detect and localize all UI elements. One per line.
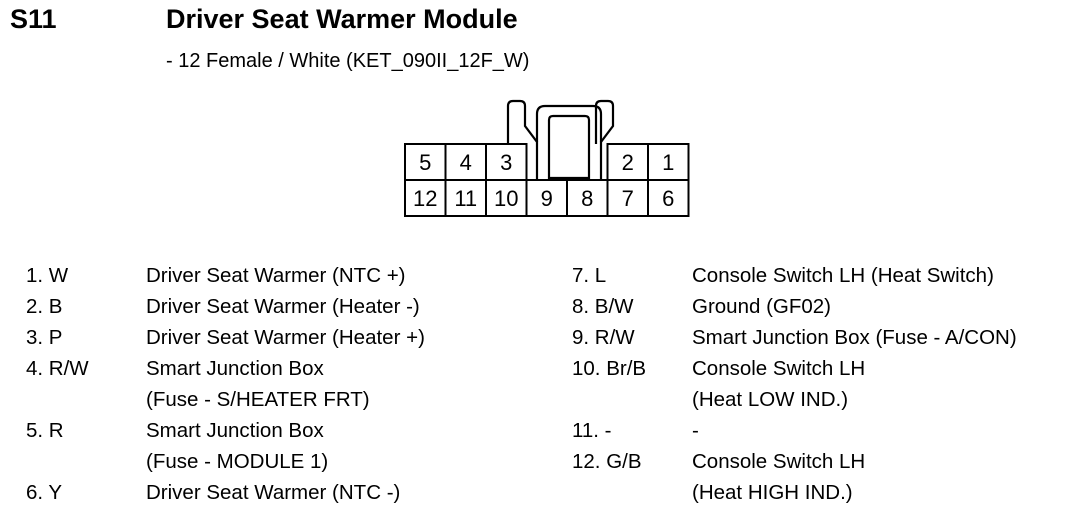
- pin-row: 12. G/B Console Switch LH: [572, 446, 1017, 477]
- pin-label: 12. G/B: [572, 450, 642, 473]
- connector-spec: - 12 Female / White (KET_090II_12F_W): [166, 50, 530, 72]
- pin-label: 11. -: [572, 419, 612, 442]
- pin-label: 3. P: [26, 326, 63, 349]
- pin-label: 2. B: [26, 295, 63, 318]
- pin-description: Driver Seat Warmer (Heater -): [146, 295, 420, 318]
- pin-description: Driver Seat Warmer (NTC -): [146, 481, 401, 504]
- pin-number: 9: [541, 186, 553, 211]
- pin-number: 6: [662, 186, 674, 211]
- pin-description: Driver Seat Warmer (Heater +): [146, 326, 425, 349]
- pin-label: 9. R/W: [572, 326, 635, 349]
- pin-row: 6. Y Driver Seat Warmer (NTC -): [26, 477, 425, 508]
- pin-label: [572, 477, 692, 508]
- pin-number: 3: [500, 150, 512, 175]
- pin-description: Smart Junction Box (Fuse - A/CON): [692, 326, 1017, 349]
- pin-row: (Heat LOW IND.): [572, 384, 1017, 415]
- pin-description: Console Switch LH: [692, 450, 866, 473]
- pin-label: 1. W: [26, 264, 69, 287]
- page-title: Driver Seat Warmer Module: [166, 4, 518, 34]
- pin-row: 10. Br/B Console Switch LH: [572, 353, 1017, 384]
- pin-description: Ground (GF02): [692, 295, 831, 318]
- pin-number: 10: [494, 186, 518, 211]
- pin-grid: 5 4 3 2 1 12 11 10 9 8 7 6: [404, 143, 690, 217]
- pin-label: 5. R: [26, 419, 64, 442]
- pin-row: 2. B Driver Seat Warmer (Heater -): [26, 291, 425, 322]
- pin-label: 8. B/W: [572, 295, 634, 318]
- pin-row: 5. R Smart Junction Box: [26, 415, 425, 446]
- pin-label: 10. Br/B: [572, 357, 647, 380]
- locking-latch: [506, 99, 615, 184]
- pin-description: Console Switch LH (Heat Switch): [692, 264, 994, 287]
- connector-face-diagram: 5 4 3 2 1 12 11 10 9 8 7 6: [404, 99, 690, 217]
- pin-description: Console Switch LH: [692, 357, 866, 380]
- pin-label: 4. R/W: [26, 357, 89, 380]
- pin-number: 4: [460, 150, 472, 175]
- pin-list-right: 7. L Console Switch LH (Heat Switch) 8. B/…: [572, 260, 1017, 508]
- pin-row: 1. W Driver Seat Warmer (NTC +): [26, 260, 425, 291]
- pin-row: 7. L Console Switch LH (Heat Switch): [572, 260, 1017, 291]
- pin-row: 8. B/W Ground (GF02): [572, 291, 1017, 322]
- pin-description: -: [692, 419, 699, 442]
- pin-row: 3. P Driver Seat Warmer (Heater +): [26, 322, 425, 353]
- pin-row: 11. - -: [572, 415, 1017, 446]
- pin-description: (Heat HIGH IND.): [692, 481, 853, 504]
- pin-row: 9. R/W Smart Junction Box (Fuse - A/CON): [572, 322, 1017, 353]
- pin-description: (Fuse - S/HEATER FRT): [146, 388, 370, 411]
- pin-cell: [485, 143, 528, 181]
- pin-cell: [444, 179, 487, 217]
- pin-number: 5: [419, 150, 431, 175]
- pin-row: (Fuse - MODULE 1): [26, 446, 425, 477]
- pin-number: 11: [454, 186, 477, 211]
- pin-row: (Heat HIGH IND.): [572, 477, 1017, 508]
- pin-list-left: 1. W Driver Seat Warmer (NTC +) 2. B Driver…: [26, 260, 425, 508]
- pin-label: 6. Y: [26, 481, 63, 504]
- pin-number: 12: [413, 186, 437, 211]
- pin-description: Smart Junction Box: [146, 419, 324, 442]
- pin-number: 8: [581, 186, 593, 211]
- pin-cell: [647, 143, 690, 181]
- pin-description: (Fuse - MODULE 1): [146, 450, 329, 473]
- connector-code: S11: [10, 4, 57, 34]
- pin-description: Driver Seat Warmer (NTC +): [146, 264, 406, 287]
- pin-number: 7: [622, 186, 634, 211]
- pin-label: [26, 384, 146, 415]
- pin-row: 4. R/W Smart Junction Box: [26, 353, 425, 384]
- pin-description: (Heat LOW IND.): [692, 388, 849, 411]
- pin-label: [26, 446, 146, 477]
- pin-number: 1: [662, 150, 674, 175]
- pin-label: [572, 384, 692, 415]
- pin-cell: [647, 179, 690, 217]
- pin-description: Smart Junction Box: [146, 357, 324, 380]
- pin-number: 2: [622, 150, 634, 175]
- pin-row: (Fuse - S/HEATER FRT): [26, 384, 425, 415]
- pin-label: 7. L: [572, 264, 607, 287]
- pin-cell: [606, 179, 649, 217]
